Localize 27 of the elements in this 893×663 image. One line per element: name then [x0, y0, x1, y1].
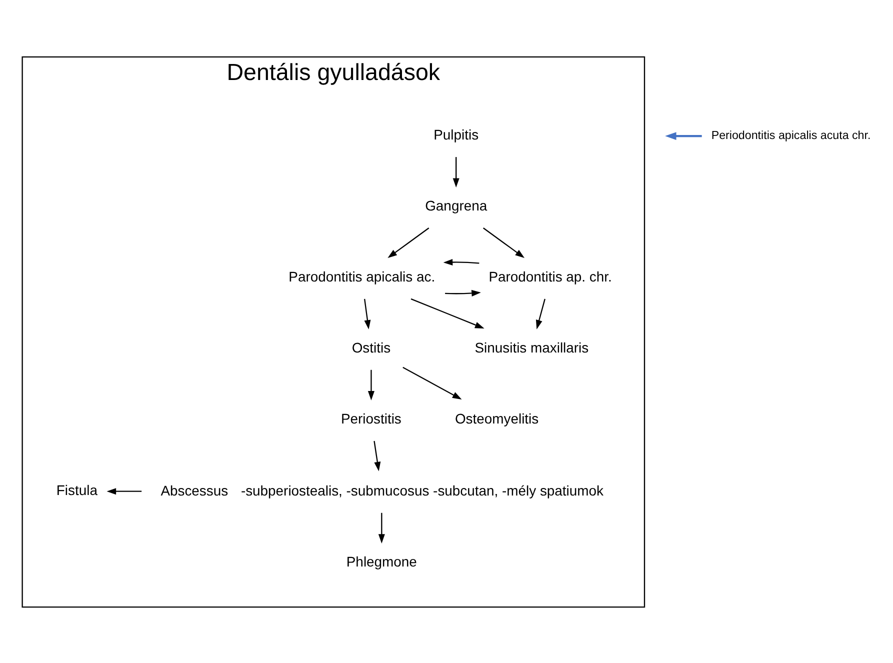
node-label: -subperiostealis, -submucosus -subcutan, -mély spatiumok: [240, 482, 604, 498]
arrow: [388, 227, 430, 258]
arrow: [374, 440, 381, 471]
arrow: [402, 366, 462, 399]
node-text: Parodontitis ap. chr.: [488, 268, 612, 284]
arrow: [368, 369, 374, 400]
arrow: [483, 227, 525, 258]
arrow: [445, 289, 481, 296]
node-text: Osteomyelitis: [454, 410, 539, 426]
arrow: [443, 258, 480, 265]
node-text: Pulpitis: [434, 126, 479, 142]
arrow: [364, 298, 371, 329]
arrow: [452, 156, 460, 188]
arrow: [410, 298, 484, 328]
node-text: Periostitis: [340, 410, 402, 426]
arrow: [106, 488, 142, 494]
arrow: [665, 132, 702, 140]
node-text: Phlegmone: [346, 552, 417, 569]
node-text: Ostitis: [352, 338, 391, 355]
arrow: [536, 298, 546, 329]
node-text: Periodontitis apicalis acuta chr.: [711, 128, 871, 142]
node-text: Parodontitis apicalis ac.: [288, 268, 436, 284]
arrow: [378, 512, 385, 543]
node-text: Fistula: [56, 481, 98, 498]
node-text: Sinusitis maxillaris: [474, 338, 589, 355]
node-text: Abscessus: [160, 482, 228, 498]
node-text: Gangrena: [425, 197, 488, 214]
